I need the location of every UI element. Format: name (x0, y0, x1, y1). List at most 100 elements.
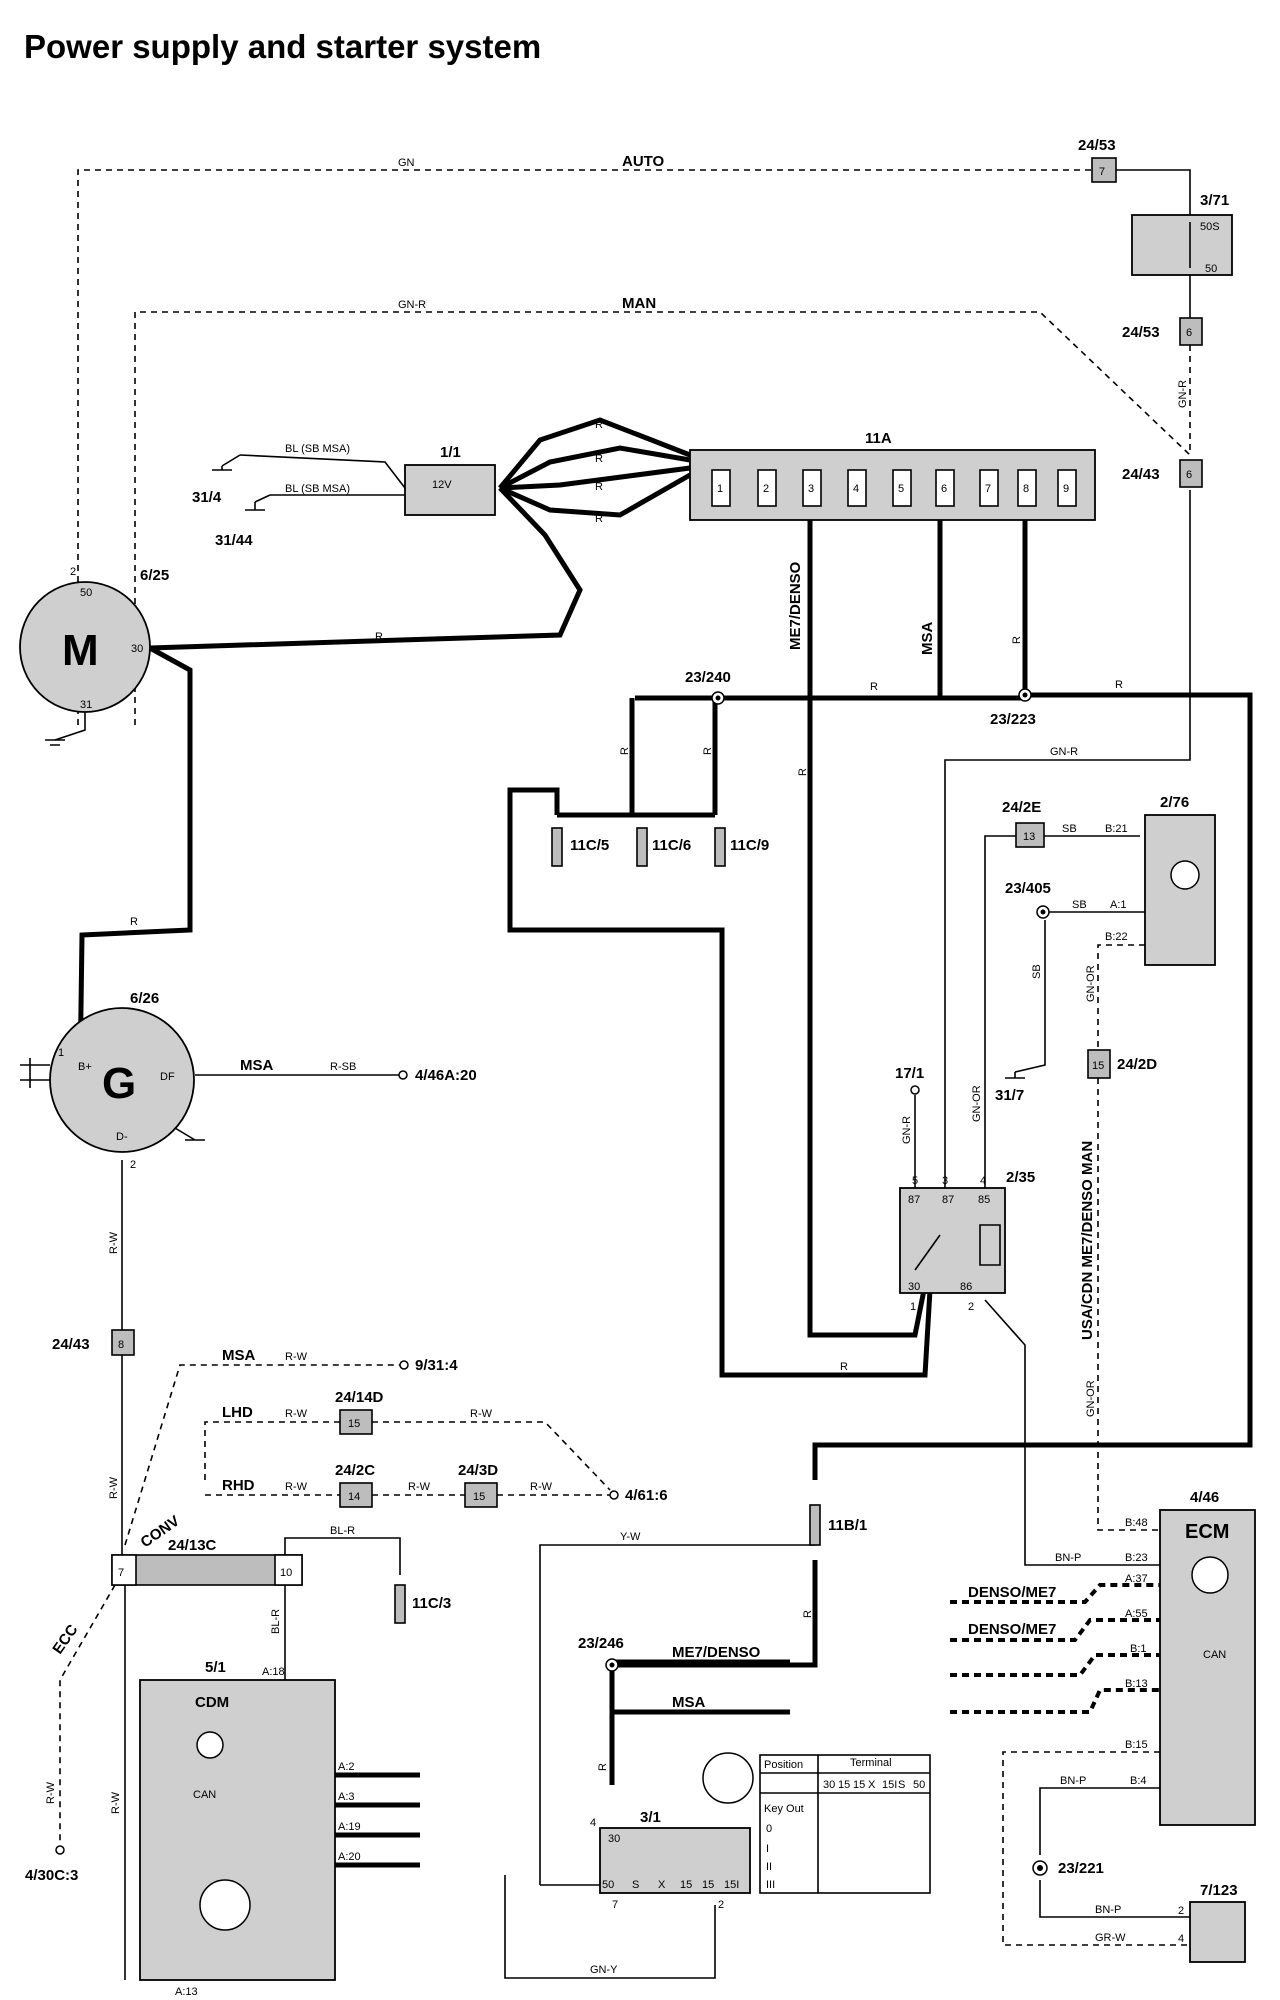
svg-text:15I: 15I (724, 1879, 739, 1891)
svg-text:A:3: A:3 (338, 1791, 355, 1803)
svg-text:4: 4 (1178, 1933, 1184, 1945)
svg-text:B:21: B:21 (1105, 823, 1128, 835)
svg-text:23/405: 23/405 (1005, 880, 1051, 897)
wire-11b1-23246 (609, 1560, 818, 1785)
svg-text:CDM: CDM (195, 1694, 229, 1711)
svg-text:23/246: 23/246 (578, 1635, 624, 1652)
svg-text:30: 30 (131, 643, 143, 655)
wire-label: R-W (45, 1781, 57, 1804)
svg-text:3: 3 (942, 1175, 948, 1187)
battery: 1/1 12V (404, 444, 496, 516)
wire-23223-11b1 (812, 692, 1253, 1480)
wire-battery-11a-2 (498, 445, 691, 491)
wire-ecm-b15 (1002, 1751, 1190, 1946)
variant-label-denso-me7-1: DENSO/ME7 (968, 1584, 1056, 1601)
wire-yw-1 (539, 1544, 815, 1885)
svg-text:S: S (898, 1779, 905, 1791)
svg-text:1: 1 (717, 483, 723, 495)
splice-23-246: 23/246 (578, 1635, 624, 1672)
svg-text:Terminal: Terminal (850, 1757, 892, 1769)
svg-text:15: 15 (838, 1779, 850, 1791)
svg-text:23/240: 23/240 (685, 669, 731, 686)
fuse-11c5: 11C/5 (551, 827, 609, 867)
fuse-11c3: 11C/3 (394, 1584, 451, 1624)
fuse-box-11a: 11A 1 2 3 4 5 6 7 8 9 (689, 430, 1096, 521)
svg-text:X: X (658, 1879, 666, 1891)
wire-denso-a37 (950, 1583, 1160, 1604)
connector-24-2d: 15 24/2D (1087, 1049, 1157, 1079)
svg-text:A:19: A:19 (338, 1821, 361, 1833)
svg-text:24/2D: 24/2D (1117, 1056, 1157, 1073)
wire-label: GN-R (1177, 380, 1189, 408)
svg-text:31: 31 (80, 699, 92, 711)
svg-text:86: 86 (960, 1281, 972, 1293)
wire-label: BL-R (270, 1609, 282, 1634)
svg-text:13: 13 (1023, 831, 1035, 843)
svg-text:A:2: A:2 (338, 1761, 355, 1773)
wire-denso-b1 (950, 1653, 1160, 1677)
svg-text:11C/3: 11C/3 (412, 1595, 451, 1612)
svg-text:4: 4 (590, 1817, 596, 1829)
svg-text:6/25: 6/25 (140, 567, 169, 584)
wire-2453-371 (1116, 169, 1191, 215)
svg-text:1: 1 (58, 1047, 64, 1059)
svg-text:4/46: 4/46 (1190, 1489, 1219, 1506)
ref-4-30c-3: 4/30C:3 (25, 1845, 78, 1884)
connector-24-53-7: 7 24/53 (1078, 137, 1117, 183)
wire-label: R (595, 513, 603, 525)
splice-23-405: 23/405 (1005, 880, 1051, 919)
wire-label: R-W (408, 1481, 431, 1493)
svg-text:30: 30 (608, 1833, 620, 1845)
svg-text:2: 2 (763, 483, 769, 495)
svg-text:5/1: 5/1 (205, 1659, 226, 1676)
svg-text:50: 50 (913, 1779, 925, 1791)
wire-label: R-W (285, 1481, 308, 1493)
svg-text:50: 50 (80, 587, 92, 599)
wire-label: BN-P (1060, 1775, 1086, 1787)
wire-label: BN-P (1055, 1552, 1081, 1564)
svg-text:23/221: 23/221 (1058, 1860, 1104, 1877)
svg-text:6: 6 (1186, 469, 1192, 481)
svg-text:5: 5 (912, 1175, 918, 1187)
svg-text:2: 2 (718, 1899, 724, 1911)
wire-label: BL (SB MSA) (285, 483, 350, 495)
relay: 2/35 5 3 4 87 87 85 30 86 1 2 (899, 1169, 1035, 1313)
connector-24-2e: 13 24/2E (1002, 799, 1045, 848)
variant-label-lhd: LHD (222, 1404, 253, 1421)
svg-text:15: 15 (680, 1879, 692, 1891)
svg-text:11C/5: 11C/5 (570, 837, 609, 854)
svg-text:85: 85 (978, 1194, 990, 1206)
svg-text:3/71: 3/71 (1200, 192, 1229, 209)
svg-text:X: X (868, 1779, 876, 1791)
svg-text:31/7: 31/7 (995, 1087, 1024, 1104)
wire-label: GN-OR (1085, 1380, 1097, 1417)
wire-23405-317 (1014, 920, 1046, 1073)
wire-label: R-SB (330, 1061, 356, 1073)
svg-text:15: 15 (348, 1418, 360, 1430)
svg-text:24/13C: 24/13C (168, 1537, 217, 1554)
wire-starter-alternator-r (77, 645, 193, 1081)
wire-label: R (840, 1361, 848, 1373)
wire-label: BN-P (1095, 1904, 1121, 1916)
svg-text:6: 6 (941, 483, 947, 495)
wire-label: R-W (108, 1231, 120, 1254)
svg-text:7: 7 (118, 1567, 124, 1579)
wire-auto-gn (77, 169, 1092, 725)
wire-battery-11a-3 (499, 465, 691, 491)
wire-label: R (595, 419, 603, 431)
svg-text:15: 15 (702, 1879, 714, 1891)
connector-24-43-8: 8 24/43 (52, 1329, 135, 1356)
wire-label: R (595, 453, 603, 465)
svg-text:A:1: A:1 (1110, 899, 1127, 911)
svg-text:B+: B+ (78, 1061, 92, 1073)
ecm-module: 4/46 ECM CAN B:48 B:23 A:37 A:55 B:1 B:1… (1125, 1489, 1256, 1826)
svg-text:24/53: 24/53 (1078, 137, 1116, 154)
wire-relay3-2443 (944, 490, 1191, 1210)
svg-text:14: 14 (348, 1491, 360, 1503)
svg-text:24/43: 24/43 (52, 1336, 90, 1353)
svg-text:4: 4 (980, 1175, 986, 1187)
wire-label: R (595, 481, 603, 493)
svg-text:24/43: 24/43 (1122, 466, 1160, 483)
svg-text:3/1: 3/1 (640, 1809, 661, 1826)
